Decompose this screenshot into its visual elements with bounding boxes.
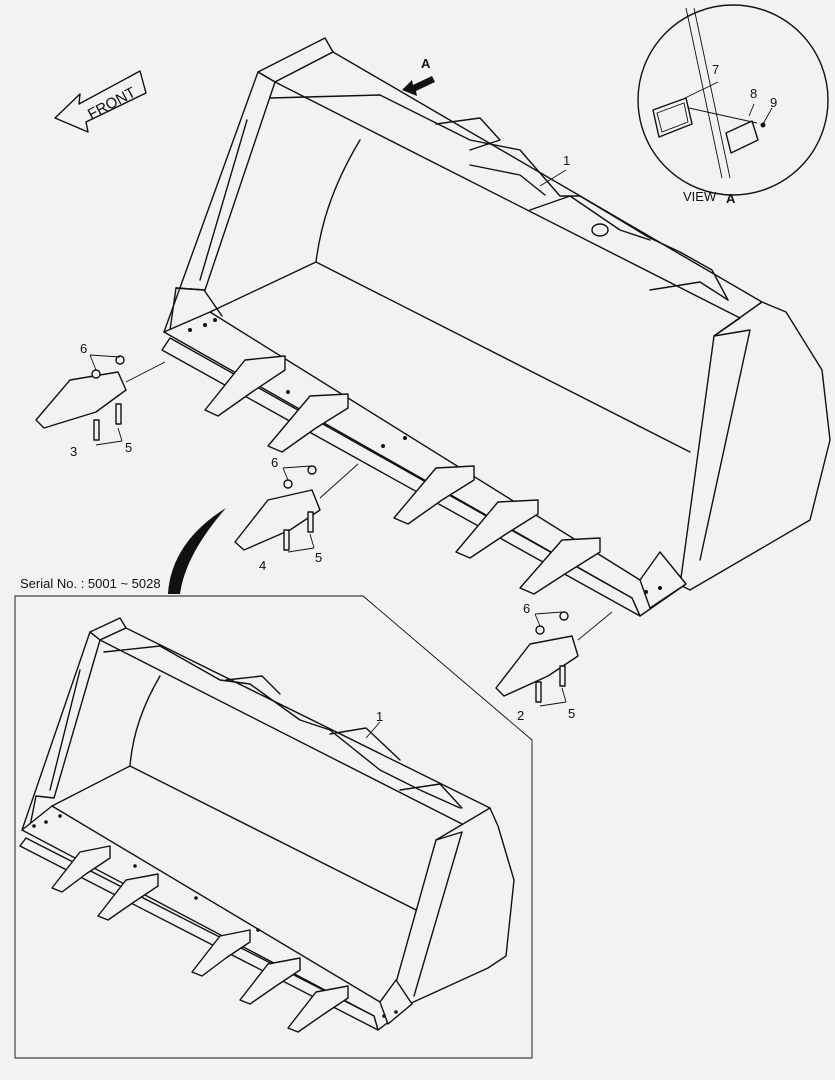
callout-2: 2 [517,708,524,723]
view-word: VIEW [683,189,717,204]
main-bucket-teeth [204,355,601,595]
inset-frame [14,595,533,1059]
callout-6-left: 6 [80,341,87,356]
main-bucket [161,37,831,617]
callout-9: 9 [770,95,777,110]
callout-6-right: 6 [523,601,530,616]
callout-6-center: 6 [271,455,278,470]
tooth-assembly-center [234,463,359,553]
callout-1-inset: 1 [376,709,383,724]
inset-bucket [19,617,515,1033]
front-arrow-icon [54,70,147,133]
callout-5-left: 5 [125,440,132,455]
callout-4: 4 [259,558,266,573]
callout-5-center: 5 [315,550,322,565]
tooth-assembly-right [495,611,613,707]
view-a-arrow-label: A [421,56,431,71]
leader-1 [539,169,567,187]
view-a-detail [637,4,829,196]
callout-7: 7 [712,62,719,77]
serial-number-label: Serial No. : 5001 ~ 5028 [20,576,161,591]
view-a-arrow-icon [402,76,435,96]
callout-8: 8 [750,86,757,101]
view-letter: A [726,191,736,206]
callout-5-right: 5 [568,706,575,721]
inset-pointer-arrow-icon [168,508,226,594]
callout-3: 3 [70,444,77,459]
leader-1-inset [365,721,381,739]
tooth-assembly-left [35,354,166,446]
callout-1-main: 1 [563,153,570,168]
